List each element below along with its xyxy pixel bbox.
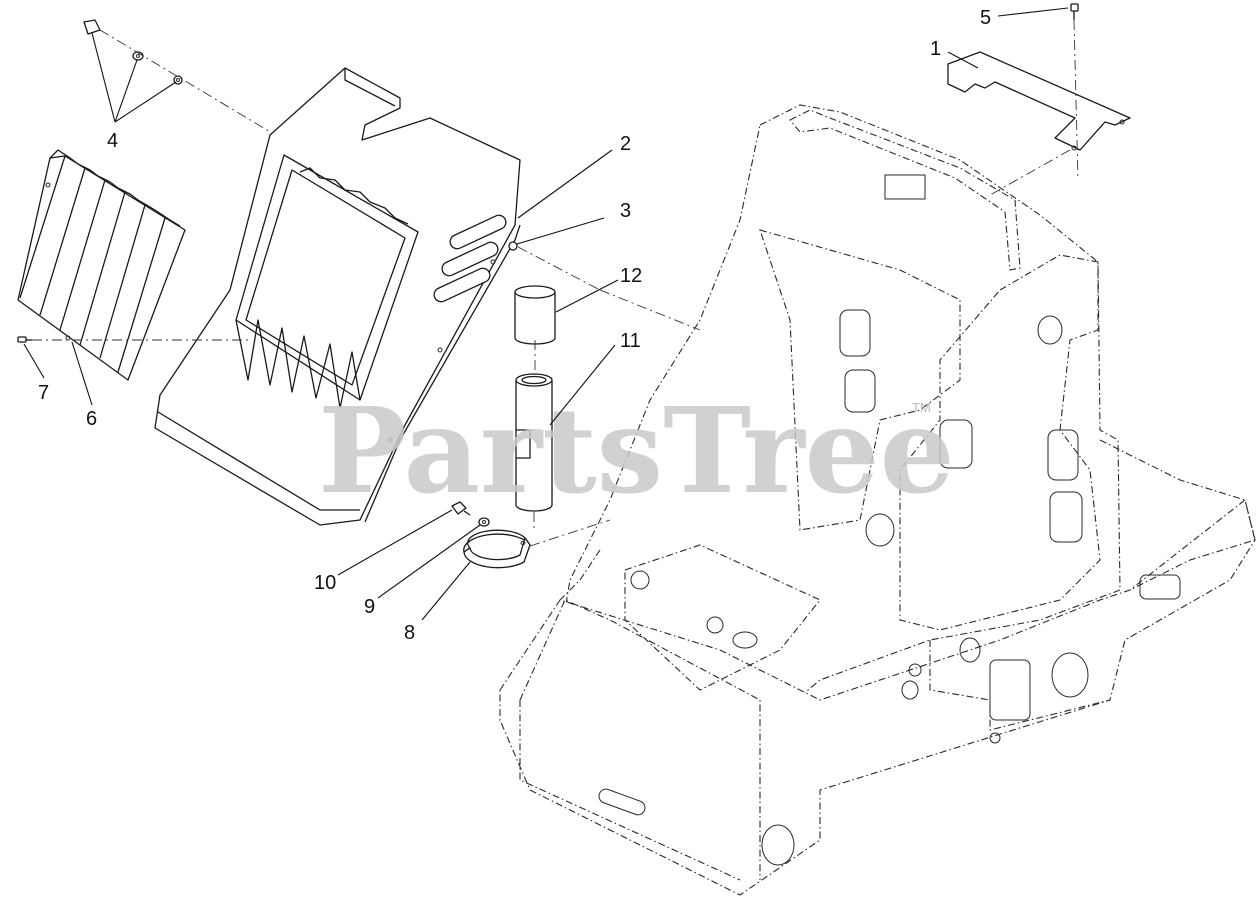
callout-8: 8	[404, 622, 415, 644]
callout-3: 3	[620, 200, 631, 222]
grille-louver-tops	[49, 149, 181, 227]
frame-cutout	[939, 419, 973, 469]
callout-2: 2	[620, 133, 631, 155]
frame-left-arm	[559, 549, 601, 601]
grille-louvers	[19, 155, 166, 373]
part-11-tube	[515, 373, 553, 512]
frame-hole	[908, 663, 922, 677]
tube-notch	[516, 429, 531, 459]
frame-tower-outline	[559, 104, 1121, 731]
part-7-screw	[17, 336, 32, 343]
part-3-screw	[508, 241, 518, 251]
part-1-bracket-plate	[947, 51, 1131, 151]
shield-top-rim	[344, 68, 396, 107]
shield-hole	[387, 437, 393, 443]
shield-slot	[449, 214, 507, 250]
grille-hole	[45, 182, 51, 188]
frame-cutout	[1049, 491, 1083, 543]
part-5-screw	[1070, 3, 1079, 20]
frame-hole	[761, 824, 795, 866]
callout-labels: 1 2 3 4 5 6 7 8 9 10 11 12	[38, 7, 991, 644]
frame-base-box	[499, 499, 1256, 896]
watermark-text: PartsTree	[318, 381, 955, 520]
part-2-shield	[154, 67, 521, 526]
watermark-tm: TM	[912, 400, 931, 415]
frame-cutout	[1139, 574, 1181, 600]
part-9-washer	[478, 517, 490, 527]
frame-hole	[706, 616, 724, 634]
frame-cutout	[989, 659, 1031, 721]
assembly-guides	[32, 19, 1079, 547]
frame-right-plate	[899, 254, 1101, 631]
shield-hole	[490, 259, 496, 265]
window-ridges-top	[299, 167, 409, 225]
callout-4: 4	[107, 130, 118, 152]
frame-front-face	[519, 599, 761, 880]
frame-hole	[865, 513, 895, 547]
callout-5: 5	[980, 7, 991, 29]
fastener-screw	[83, 19, 101, 35]
frame-inner-plate	[759, 229, 961, 531]
shield-slot	[441, 241, 499, 277]
frame-top-bar	[789, 109, 1021, 271]
frame-hole	[630, 570, 650, 590]
frame-deck	[624, 544, 821, 691]
frame-cutout	[884, 174, 926, 200]
frame-right-arm	[1099, 439, 1256, 591]
frame-hole	[1037, 315, 1063, 345]
bracket-hole	[1071, 145, 1077, 151]
partstree-watermark: PartsTree TM	[318, 381, 955, 520]
callout-9: 9	[364, 596, 375, 618]
leader-lines	[23, 7, 1069, 621]
callout-7: 7	[38, 382, 49, 404]
machine-frame	[499, 104, 1256, 896]
part-8-clamp	[463, 529, 531, 569]
frame-hole	[901, 680, 919, 700]
callout-11: 11	[620, 330, 641, 352]
callout-10: 10	[314, 572, 336, 594]
part-12-sleeve	[514, 285, 556, 345]
shield-hole	[437, 347, 443, 353]
frame-hole	[959, 637, 981, 663]
bracket-hole	[1119, 119, 1125, 125]
shield-window-inner	[245, 169, 406, 386]
part-10-bolt	[451, 501, 471, 516]
callout-12: 12	[620, 265, 642, 287]
callout-1: 1	[930, 38, 941, 60]
frame-hole	[989, 732, 1001, 744]
shield-bottom-lip	[157, 411, 360, 511]
shield-slot	[433, 267, 491, 303]
frame-cutout	[1047, 429, 1079, 481]
frame-slot	[598, 788, 646, 816]
shield-side-edge	[364, 224, 521, 523]
frame-hole	[732, 631, 758, 649]
frame-cutout	[839, 309, 871, 357]
callout-6: 6	[86, 408, 97, 430]
part-6-louver-grille	[17, 149, 186, 381]
frame-cutout	[844, 369, 876, 413]
part-4-fasteners	[83, 19, 183, 85]
window-fingers	[235, 319, 361, 409]
frame-hole	[1051, 652, 1089, 698]
